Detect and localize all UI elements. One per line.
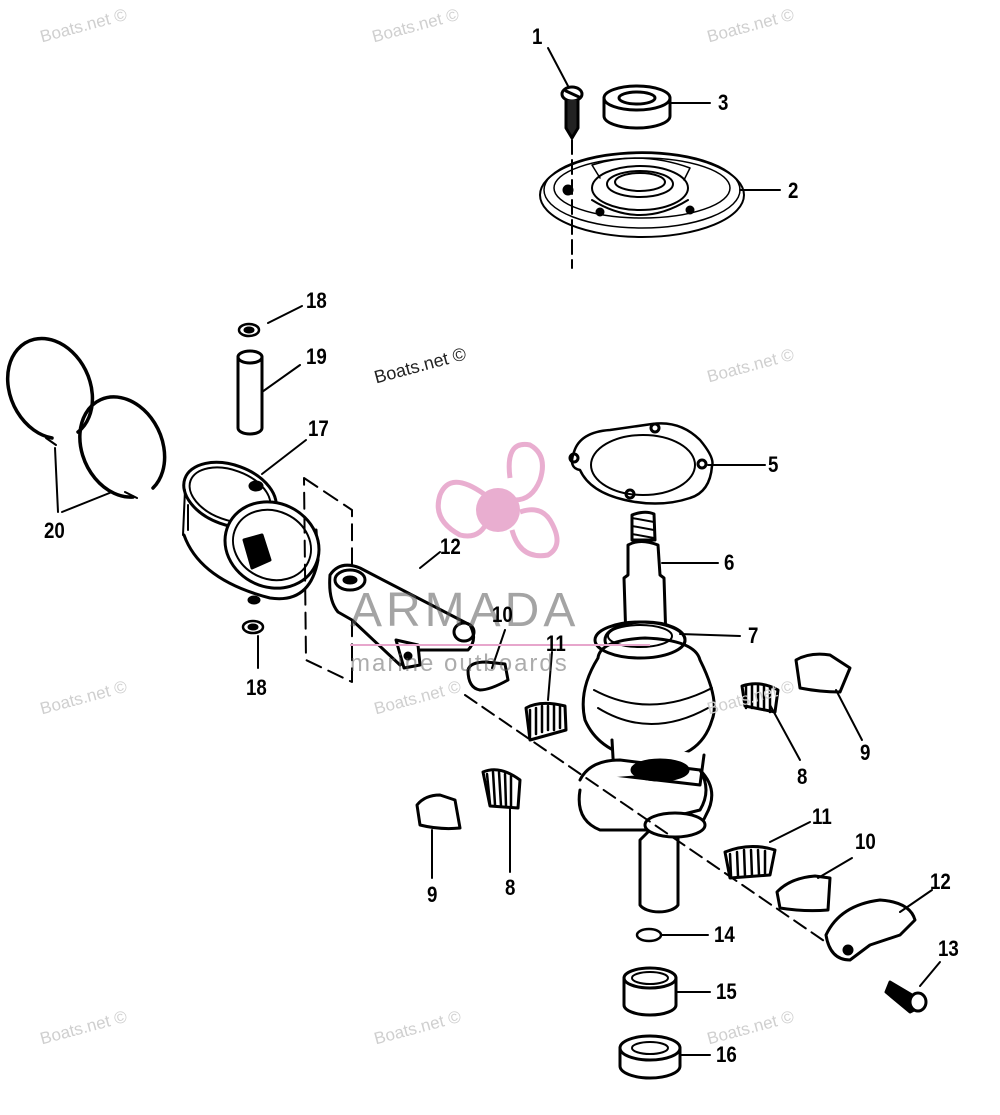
part-label-8-left[interactable]: 8: [505, 875, 516, 900]
clip-part-18-bottom[interactable]: [241, 619, 265, 635]
bearing-half-part-10-right[interactable]: [775, 874, 832, 913]
part-label-19[interactable]: 19: [306, 344, 327, 369]
armada-propeller-logo: [435, 441, 560, 559]
piston-part-17[interactable]: [175, 450, 334, 605]
piston-pin-part-19[interactable]: [236, 349, 264, 436]
gasket-part-5[interactable]: [568, 422, 714, 505]
clip-part-18-top[interactable]: [237, 322, 261, 338]
bearing-half-part-9-left[interactable]: [415, 793, 462, 831]
needle-cage-part-8-left[interactable]: [481, 768, 522, 810]
piston-rings-part-20[interactable]: [5, 336, 167, 499]
part-label-5[interactable]: 5: [768, 452, 779, 477]
part-label-10-right[interactable]: 10: [855, 829, 876, 854]
part-label-7[interactable]: 7: [748, 623, 759, 648]
bearing-half-part-9-right[interactable]: [794, 652, 852, 694]
part-label-11-right[interactable]: 11: [812, 804, 832, 829]
cap-screw-part-13[interactable]: [884, 980, 928, 1014]
logo-tagline-text: marine outboards: [350, 650, 569, 677]
part-label-3[interactable]: 3: [718, 90, 729, 115]
part-label-14[interactable]: 14: [714, 922, 735, 947]
leader-lines: [54, 47, 941, 1056]
part-label-20[interactable]: 20: [44, 518, 65, 543]
part-label-18-bottom[interactable]: 18: [246, 675, 267, 700]
needle-cage-part-11-left[interactable]: [524, 701, 568, 742]
end-cap-part-2[interactable]: [539, 151, 745, 238]
part-label-10-left[interactable]: 10: [492, 602, 513, 627]
o-ring-part-14[interactable]: [635, 927, 663, 943]
part-label-17[interactable]: 17: [308, 416, 329, 441]
part-label-11-left[interactable]: 11: [546, 631, 566, 656]
part-label-1[interactable]: 1: [532, 24, 543, 49]
bushing-part-15[interactable]: [622, 966, 678, 1017]
bearing-half-part-10-left[interactable]: [466, 660, 510, 692]
bearing-part-7[interactable]: [593, 620, 687, 660]
part-label-6[interactable]: 6: [724, 550, 735, 575]
part-label-8-right[interactable]: 8: [797, 764, 808, 789]
rod-cap-part-12[interactable]: [824, 898, 917, 962]
needle-cage-part-8-right[interactable]: [740, 682, 780, 714]
logo-brand-text: ARMADA: [350, 584, 580, 637]
screw-part-1[interactable]: [560, 85, 584, 140]
part-label-9-left[interactable]: 9: [427, 882, 438, 907]
part-label-16[interactable]: 16: [716, 1042, 737, 1067]
part-label-18-top[interactable]: 18: [306, 288, 327, 313]
part-label-2[interactable]: 2: [788, 178, 799, 203]
part-label-15[interactable]: 15: [716, 979, 737, 1004]
part-label-9-right[interactable]: 9: [860, 740, 871, 765]
needle-cage-part-11-right[interactable]: [723, 845, 777, 880]
part-label-13[interactable]: 13: [938, 936, 959, 961]
part-label-12-cap[interactable]: 12: [930, 869, 951, 894]
part-label-12-rod[interactable]: 12: [440, 534, 461, 559]
seal-part-16[interactable]: [618, 1034, 682, 1080]
connecting-rod-part-12[interactable]: [328, 563, 476, 670]
seal-part-3[interactable]: [602, 84, 672, 130]
